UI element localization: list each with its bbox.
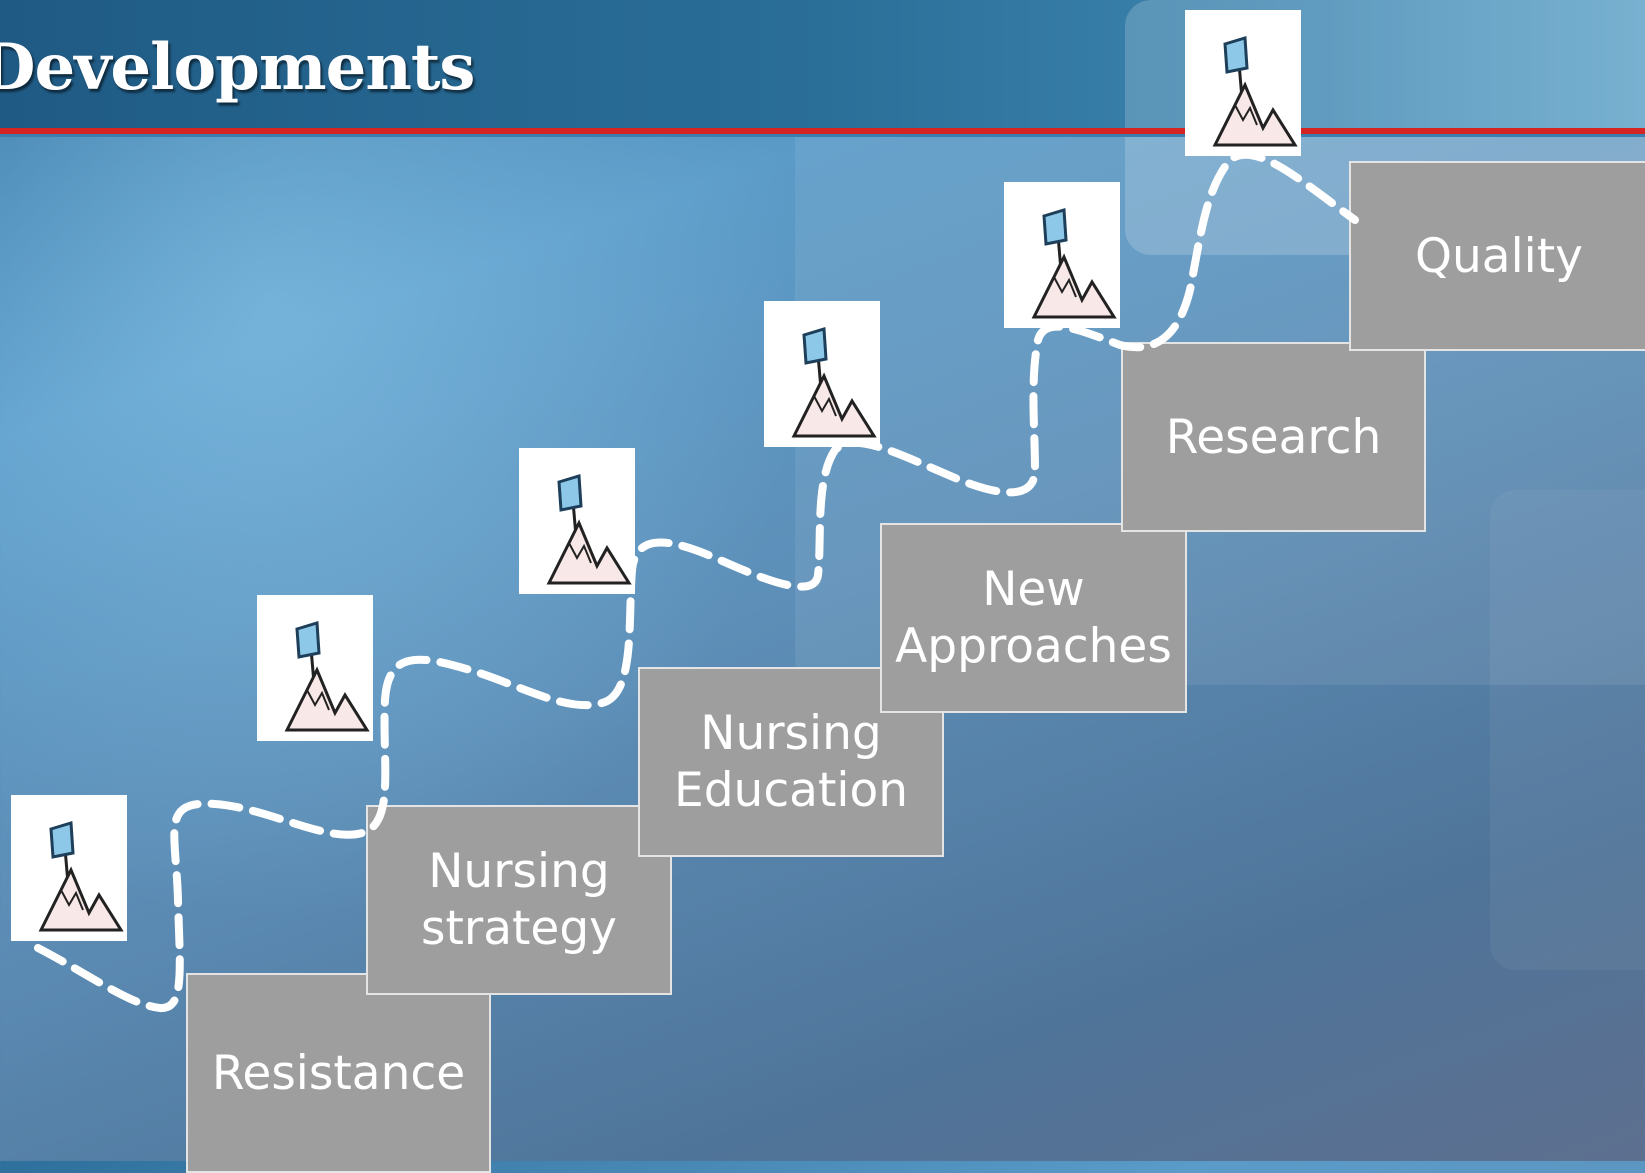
step-label: New Approaches (895, 562, 1172, 674)
background-panel (1490, 490, 1645, 970)
step-resistance: Resistance (186, 973, 491, 1173)
mountain-flag-icon (764, 301, 880, 447)
mountain-flag-icon (1185, 10, 1301, 156)
mountain-flag-icon (1004, 182, 1120, 328)
slide-title: Developments (0, 30, 475, 105)
step-label: Quality (1415, 228, 1583, 284)
header-divider-shadow (0, 134, 1645, 137)
mountain-flag-icon (257, 595, 373, 741)
step-nursing-strategy: Nursing strategy (366, 805, 672, 995)
step-research: Research (1121, 342, 1426, 532)
step-label: Research (1165, 409, 1382, 465)
step-label: Nursing strategy (420, 844, 618, 956)
header-divider (0, 128, 1645, 134)
mountain-flag-icon (519, 448, 635, 594)
step-label: Nursing Education (674, 706, 908, 818)
step-new-approaches: New Approaches (880, 523, 1187, 713)
header-band (0, 0, 1645, 128)
step-nursing-education: Nursing Education (638, 667, 944, 857)
step-label: Resistance (211, 1045, 466, 1101)
mountain-flag-icon (11, 795, 127, 941)
step-quality: Quality (1349, 161, 1645, 351)
